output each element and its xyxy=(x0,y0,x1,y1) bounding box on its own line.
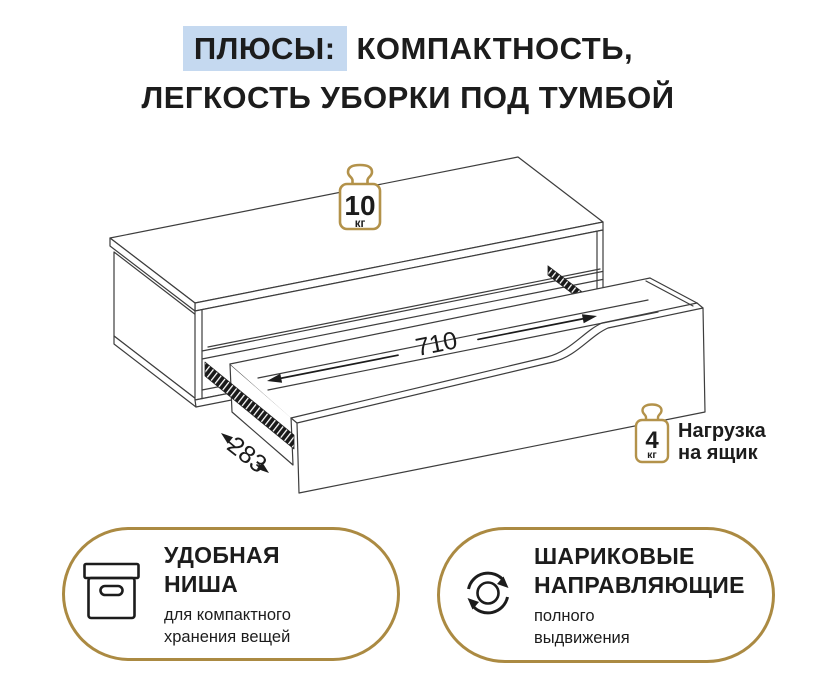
title-line1-rest: КОМПАКТНОСТЬ, xyxy=(356,31,634,66)
feature-desc: для компактного хранения вещей xyxy=(164,605,291,646)
weight-10kg-icon xyxy=(338,163,382,231)
dimension-depth-arrow xyxy=(221,433,269,473)
drawer-load-label-line1: Нагрузка xyxy=(678,420,767,442)
title-line1: ПЛЮСЫ: КОМПАКТНОСТЬ, xyxy=(0,24,816,73)
feature-title: ШАРИКОВЫЕ НАПРАВЛЯЮЩИЕ xyxy=(534,542,745,598)
feature-card-slides: ШАРИКОВЫЕ НАПРАВЛЯЮЩИЕ полного выдвижени… xyxy=(437,527,775,663)
weight-4kg-icon xyxy=(634,403,670,464)
feature-title: УДОБНАЯ НИША xyxy=(164,541,280,597)
feature-text-slides: ШАРИКОВЫЕ НАПРАВЛЯЮЩИЕ полного выдвижени… xyxy=(534,542,745,649)
rotate-arrows-icon xyxy=(462,567,514,624)
feature-text-niche: УДОБНАЯ НИША для компактного хранения ве… xyxy=(164,541,291,648)
drawer-line-art xyxy=(204,277,706,494)
title-line2: ЛЕГКОСТЬ УБОРКИ ПОД ТУМБОЙ xyxy=(141,80,675,115)
weight-10kg-unit: кг xyxy=(355,218,366,230)
dimension-width-arrow xyxy=(267,314,597,383)
storage-box-icon xyxy=(83,562,140,626)
left-drawer-rail xyxy=(204,361,295,450)
page-title: ПЛЮСЫ: КОМПАКТНОСТЬ, ЛЕГКОСТЬ УБОРКИ ПОД … xyxy=(0,24,816,122)
title-highlight: ПЛЮСЫ: xyxy=(182,26,347,71)
drawer-load-label-line2: на ящик xyxy=(678,442,759,464)
weight-4kg-value: 4 xyxy=(645,427,659,454)
feature-card-niche: УДОБНАЯ НИША для компактного хранения ве… xyxy=(62,527,400,661)
weight-4kg-unit: кг xyxy=(647,449,657,461)
feature-desc: полного выдвижения xyxy=(534,606,630,647)
drawer-front-panel xyxy=(296,307,706,494)
weight-10kg-value: 10 xyxy=(344,190,375,221)
